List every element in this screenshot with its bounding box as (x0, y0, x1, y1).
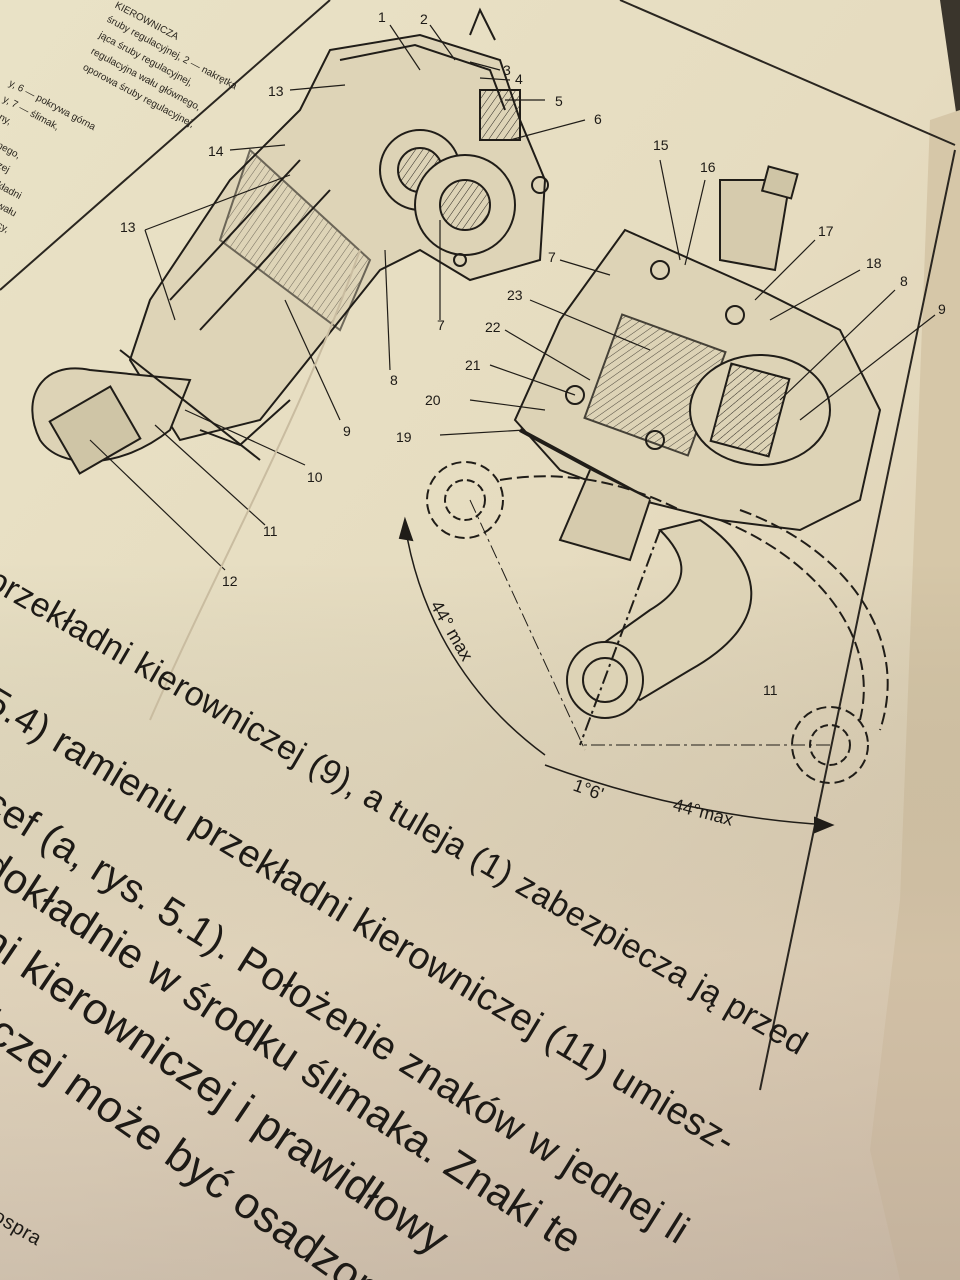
part-number: 2 (420, 11, 428, 27)
part-number: 14 (208, 143, 224, 159)
part-number-labels: 1 2 3 4 5 6 7 8 9 10 11 12 13 13 14 15 1… (120, 9, 946, 698)
figure-frame (0, 0, 956, 1091)
part-number: 9 (938, 301, 946, 317)
part-number: 11 (263, 523, 278, 539)
part-number: 10 (307, 469, 323, 485)
part-number: 4 (515, 71, 523, 87)
part-number: 3 (503, 62, 511, 78)
part-number: 6 (594, 111, 602, 127)
steering-gear-section-drawing (31, 7, 549, 475)
part-number: 12 (222, 573, 238, 589)
part-number: 8 (900, 273, 908, 289)
part-number: 20 (425, 392, 441, 408)
part-number: 18 (866, 255, 882, 271)
page-crease (149, 249, 361, 721)
part-number: 13 (120, 219, 136, 235)
part-number: 23 (507, 287, 523, 303)
leader-lines (89, 24, 936, 571)
part-number: 15 (653, 137, 669, 153)
part-number: 17 (818, 223, 834, 239)
pitman-arm-section-drawing (398, 165, 889, 834)
part-number: 19 (396, 429, 412, 445)
part-number: 8 (390, 372, 398, 388)
part-number: 13 (268, 83, 284, 99)
part-number: 1 (378, 9, 386, 25)
part-number: 5 (555, 93, 563, 109)
part-number: 22 (485, 319, 501, 335)
part-number: 7 (437, 317, 445, 333)
shadow-overlay (0, 560, 960, 1280)
part-number: 16 (700, 159, 716, 175)
part-number: 11 (763, 682, 778, 698)
part-number: 21 (465, 357, 481, 373)
part-number: 9 (343, 423, 351, 439)
part-number: 7 (548, 249, 556, 265)
